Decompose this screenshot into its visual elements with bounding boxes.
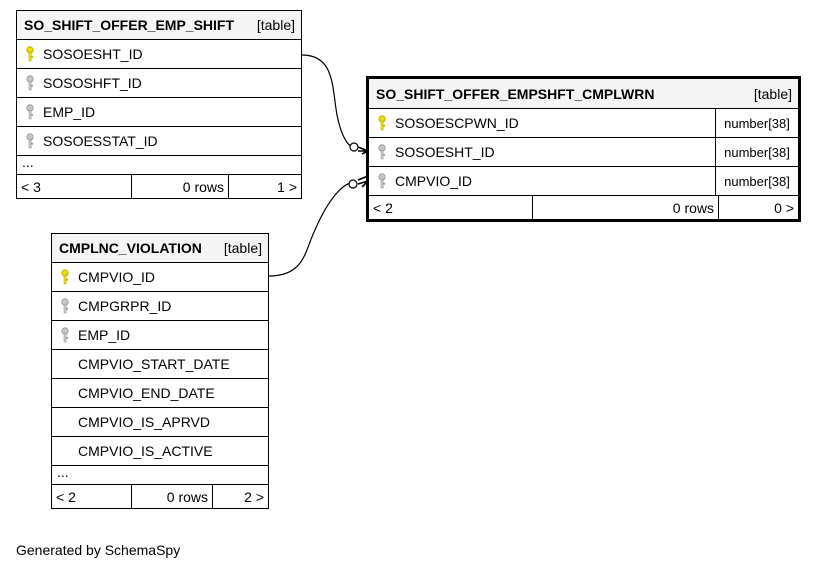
column-type: number[38] (715, 167, 798, 195)
column-name: SOSOESSTAT_ID (43, 133, 158, 149)
column-type: number[38] (715, 138, 798, 166)
table-header[interactable]: SO_SHIFT_OFFER_EMPSHFT_CMPLWRN [table] (369, 79, 798, 109)
column-row[interactable]: CMPVIO_ID (52, 263, 268, 292)
parents-count[interactable]: < 2 (369, 196, 533, 219)
row-count: 0 rows (132, 485, 213, 508)
column-name: CMPGRPR_ID (78, 298, 172, 314)
more-columns-ellipsis: ... (17, 155, 301, 175)
table-footer: < 3 0 rows 1 > (17, 175, 301, 198)
column-row[interactable]: SOSOESHT_ID (17, 40, 301, 69)
children-count[interactable]: 2 > (244, 488, 264, 505)
fk-link-soesht-optional-end (349, 142, 359, 152)
fk-link-cmpvio-optional-end (348, 179, 358, 189)
table-type-tag: [table] (753, 85, 792, 102)
column-row[interactable]: SOSOSHFT_ID (17, 69, 301, 98)
primary-key-icon (369, 109, 395, 137)
table-footer: < 2 0 rows 2 > (52, 485, 268, 508)
column-row[interactable]: SOSOESSTAT_ID (17, 127, 301, 156)
table-footer: < 2 0 rows 0 > (369, 196, 798, 219)
more-columns-ellipsis: ... (52, 465, 268, 485)
parents-count[interactable]: < 3 (17, 175, 132, 198)
column-name: CMPVIO_ID (395, 173, 473, 189)
column-name: SOSOESHT_ID (395, 144, 495, 160)
children-count[interactable]: 0 > (774, 199, 794, 216)
row-count: 0 rows (533, 196, 719, 219)
column-type: number[38] (715, 109, 798, 137)
table-header[interactable]: SO_SHIFT_OFFER_EMP_SHIFT [table] (17, 11, 301, 40)
column-name: CMPVIO_ID (78, 269, 156, 285)
column-name: SOSOESCPWN_ID (395, 115, 519, 131)
column-row[interactable]: CMPVIO_END_DATE (52, 379, 268, 408)
table-name: CMPLNC_VIOLATION (59, 240, 202, 256)
column-row[interactable]: EMP_ID (17, 98, 301, 127)
parents-count[interactable]: < 2 (52, 485, 132, 508)
table-so-shift-offer-empshft-cmplwrn[interactable]: SO_SHIFT_OFFER_EMPSHFT_CMPLWRN [table] S… (366, 76, 801, 222)
column-name: CMPVIO_END_DATE (78, 385, 215, 401)
column-row[interactable]: CMPVIO_IS_ACTIVE (52, 437, 268, 466)
column-name: CMPVIO_IS_ACTIVE (78, 443, 213, 459)
column-name: CMPVIO_IS_APRVD (78, 414, 211, 430)
table-name: SO_SHIFT_OFFER_EMP_SHIFT (24, 17, 235, 33)
foreign-key-icon (369, 138, 395, 166)
foreign-key-icon (17, 69, 43, 97)
primary-key-icon (52, 263, 78, 291)
column-row[interactable]: EMP_ID (52, 321, 268, 350)
column-row[interactable]: SOSOESHT_ID number[38] (369, 138, 798, 167)
column-name: SOSOESHT_ID (43, 46, 143, 62)
column-name: CMPVIO_START_DATE (78, 356, 230, 372)
table-cmplnc-violation[interactable]: CMPLNC_VIOLATION [table] CMPVIO_ID CMPGR… (51, 233, 269, 509)
foreign-key-icon (17, 127, 43, 155)
foreign-key-icon (17, 98, 43, 126)
foreign-key-icon (369, 167, 395, 195)
column-row[interactable]: SOSOESCPWN_ID number[38] (369, 109, 798, 138)
column-name: EMP_ID (78, 327, 131, 343)
column-row[interactable]: CMPVIO_IS_APRVD (52, 408, 268, 437)
table-name: SO_SHIFT_OFFER_EMPSHFT_CMPLWRN (376, 85, 655, 102)
fk-link-cmpvio (268, 182, 353, 277)
table-type-tag: [table] (256, 17, 295, 33)
table-header[interactable]: CMPLNC_VIOLATION [table] (52, 234, 268, 263)
children-count[interactable]: 1 > (277, 178, 297, 195)
column-row[interactable]: CMPGRPR_ID (52, 292, 268, 321)
column-name: SOSOSHFT_ID (43, 75, 142, 91)
row-count: 0 rows (132, 175, 229, 198)
table-so-shift-offer-emp-shift[interactable]: SO_SHIFT_OFFER_EMP_SHIFT [table] SOSOESH… (16, 10, 302, 199)
table-type-tag: [table] (223, 240, 262, 256)
column-name: EMP_ID (43, 104, 96, 120)
foreign-key-icon (52, 292, 78, 320)
column-row[interactable]: CMPVIO_ID number[38] (369, 167, 798, 196)
foreign-key-icon (52, 321, 78, 349)
fk-link-soesht (301, 54, 356, 149)
column-row[interactable]: CMPVIO_START_DATE (52, 350, 268, 379)
primary-key-icon (17, 40, 43, 68)
generated-by-label: Generated by SchemaSpy (16, 542, 181, 558)
